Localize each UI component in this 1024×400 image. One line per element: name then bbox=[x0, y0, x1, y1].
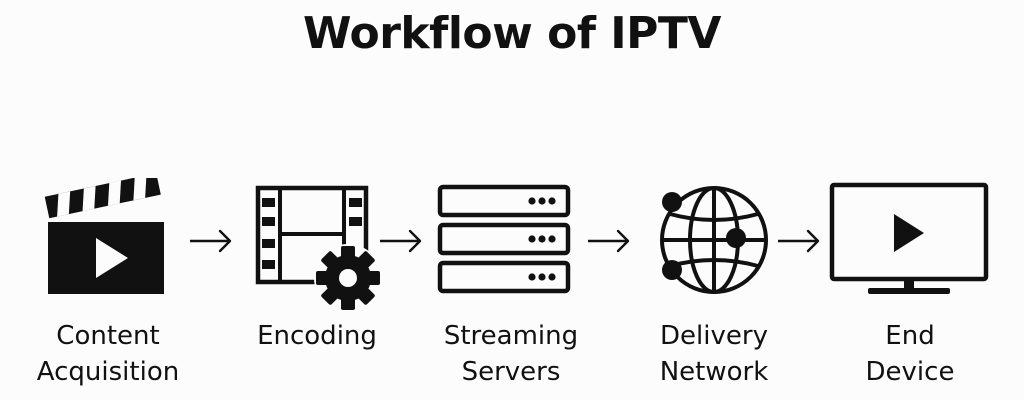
arrow-right-icon bbox=[190, 229, 232, 253]
step-label-line: Network bbox=[659, 357, 769, 387]
arrow-right-icon bbox=[778, 229, 820, 253]
step-label-content-acquisition: Content Acquisition bbox=[8, 318, 208, 390]
film-gear-icon bbox=[255, 185, 382, 310]
step-label-line: Encoding bbox=[257, 321, 377, 351]
step-label-line: End bbox=[885, 321, 935, 351]
step-label-line: Acquisition bbox=[36, 357, 180, 387]
step-label-encoding: Encoding bbox=[217, 318, 417, 354]
step-label-delivery-network: Delivery Network bbox=[614, 318, 814, 390]
arrow-right-icon bbox=[380, 229, 422, 253]
globe-network-icon bbox=[660, 186, 768, 294]
step-label-streaming-servers: Streaming Servers bbox=[411, 318, 611, 390]
step-label-line: Servers bbox=[461, 357, 561, 387]
server-stack-icon bbox=[437, 184, 571, 294]
clapperboard-play-icon bbox=[44, 178, 164, 294]
step-label-line: Streaming bbox=[443, 321, 579, 351]
step-label-line: Content bbox=[56, 321, 160, 351]
monitor-play-icon bbox=[829, 182, 989, 294]
arrow-right-icon bbox=[588, 229, 630, 253]
diagram-title: Workflow of IPTV bbox=[303, 8, 721, 59]
step-label-line: Device bbox=[865, 357, 955, 387]
step-label-end-device: End Device bbox=[810, 318, 1010, 390]
step-label-line: Delivery bbox=[660, 321, 768, 351]
